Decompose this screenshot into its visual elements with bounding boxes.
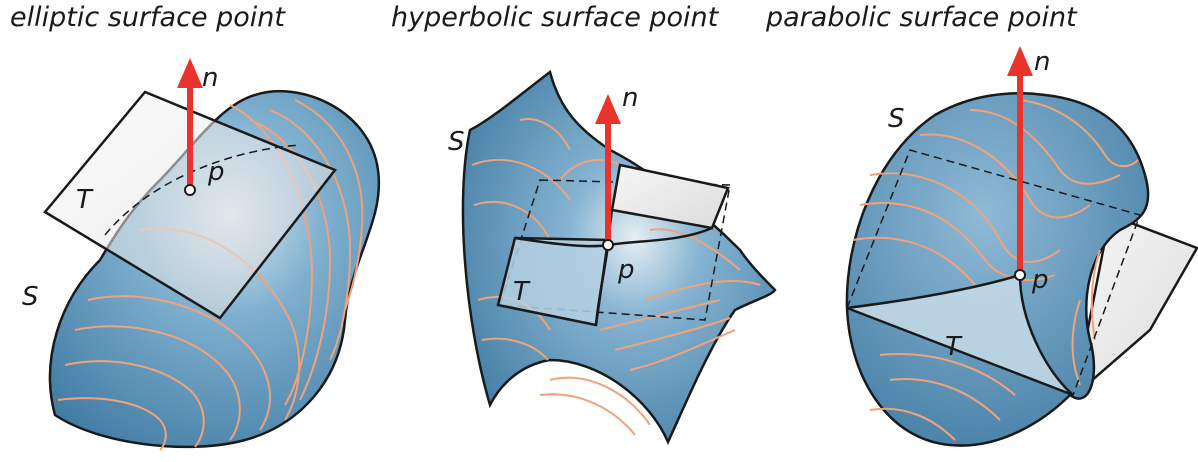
intersection-curve (104, 144, 301, 236)
panel-elliptic: elliptic surface point n p T S (0, 0, 400, 462)
parabolic-surface-diagram: n p T S (845, 46, 1198, 447)
label-s: S (22, 282, 39, 312)
normal-vector-arrowhead (595, 94, 621, 124)
panel-title: hyperbolic surface point (391, 2, 719, 33)
point-p (1014, 269, 1026, 281)
panel-hyperbolic: hyperbolic surface point n p T (391, 0, 777, 462)
label-s: S (448, 127, 465, 157)
panel-parabolic: parabolic surface point n p T S (766, 0, 1198, 462)
point-p (184, 184, 196, 196)
panel-title: parabolic surface point (766, 2, 1077, 33)
label-n: n (202, 63, 218, 93)
elliptic-surface-diagram: n p T S (22, 58, 381, 451)
tangent-plane-t (43, 90, 337, 320)
label-p: p (207, 157, 225, 187)
label-t: T (513, 277, 531, 307)
label-t: T (76, 185, 94, 215)
panel-title: elliptic surface point (10, 2, 285, 33)
hyperbolic-surface-diagram: n p T S (448, 69, 777, 446)
label-p: p (1031, 265, 1049, 295)
label-n: n (1034, 47, 1050, 77)
normal-vector-arrowhead (1007, 46, 1033, 76)
label-p: p (617, 255, 635, 285)
label-t: T (945, 332, 963, 362)
label-s: S (888, 104, 905, 134)
point-p (602, 239, 614, 251)
label-n: n (622, 83, 638, 113)
contour-lines (852, 99, 1139, 441)
normal-vector-arrowhead (177, 58, 203, 88)
contour-lines (57, 99, 364, 451)
